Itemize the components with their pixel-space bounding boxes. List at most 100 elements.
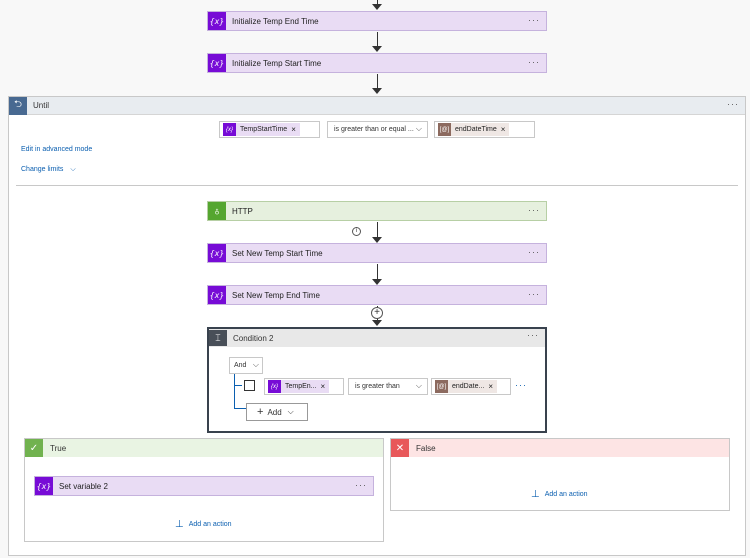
- row-select-checkbox[interactable]: [244, 380, 255, 391]
- chevron-down-icon: ⌵: [415, 381, 422, 390]
- variable-icon: {x}: [208, 12, 226, 30]
- step-title: Set New Temp End Time: [232, 290, 320, 300]
- arrow-down-icon: [372, 88, 382, 94]
- chevron-down-icon: ⌵: [70, 166, 76, 173]
- step-http[interactable]: ♁ HTTP ···: [207, 201, 547, 221]
- divider: [16, 185, 738, 186]
- until-header[interactable]: ⮌ Until ···: [9, 96, 745, 115]
- remove-token-icon[interactable]: ×: [500, 125, 506, 134]
- token-label: endDate...: [452, 383, 485, 390]
- token-end-date-time[interactable]: [@] endDateTime ×: [438, 123, 510, 136]
- more-options-icon[interactable]: ···: [528, 289, 540, 299]
- connector-line: [377, 0, 378, 6]
- step-set-new-temp-start-time[interactable]: {x} Set New Temp Start Time ···: [207, 243, 547, 263]
- add-condition-button[interactable]: + Add ⌵: [246, 403, 308, 421]
- remove-token-icon[interactable]: ×: [291, 125, 296, 134]
- step-title: HTTP: [232, 206, 253, 216]
- arrow-down-icon: [372, 237, 382, 243]
- checkmark-icon: ✓: [25, 439, 43, 457]
- add-label: Add: [267, 407, 282, 417]
- token-temp-end-time[interactable]: {x} TempEn... ×: [268, 380, 330, 393]
- parameter-icon: [@]: [435, 380, 448, 393]
- more-options-icon[interactable]: ···: [528, 15, 540, 25]
- until-left-operand[interactable]: {x} TempStartTime ×: [219, 121, 320, 138]
- condition-title: Condition 2: [233, 333, 274, 343]
- variable-icon: {x}: [268, 380, 281, 393]
- change-limits-link[interactable]: Change limits ⌵: [21, 166, 76, 174]
- group-operator-select[interactable]: And ⌵: [229, 357, 263, 374]
- false-branch: ✕ False: [390, 438, 730, 511]
- step-title: Initialize Temp Start Time: [232, 58, 322, 68]
- group-line: [234, 374, 235, 408]
- more-options-icon[interactable]: ···: [528, 57, 540, 67]
- variable-icon: {x}: [223, 123, 236, 136]
- variable-icon: {x}: [208, 54, 226, 72]
- true-branch-header[interactable]: ✓ True: [25, 439, 383, 457]
- variable-icon: {x}: [208, 244, 226, 262]
- connector-line: [377, 264, 378, 280]
- info-icon[interactable]: i: [352, 227, 361, 236]
- more-options-icon[interactable]: ···: [355, 480, 367, 490]
- token-label: TempStartTime: [240, 126, 288, 133]
- variable-icon: {x}: [35, 477, 53, 495]
- change-limits-label: Change limits: [21, 166, 64, 173]
- add-action-icon: ⊥: [175, 519, 184, 530]
- step-set-new-temp-end-time[interactable]: {x} Set New Temp End Time ···: [207, 285, 547, 305]
- group-line: [234, 408, 246, 409]
- row-more-options-icon[interactable]: ···: [515, 380, 527, 390]
- condition-2-header[interactable]: ⌶ Condition 2 ···: [209, 329, 545, 347]
- add-action-label: Add an action: [188, 521, 232, 528]
- arrow-down-icon: [372, 320, 382, 326]
- step-initialize-temp-start-time[interactable]: {x} Initialize Temp Start Time ···: [207, 53, 547, 73]
- more-options-icon[interactable]: ···: [527, 330, 539, 340]
- until-operator-select[interactable]: is greater than or equal ... ⌵: [327, 121, 428, 138]
- parameter-icon: [@]: [438, 123, 451, 136]
- variable-icon: {x}: [208, 286, 226, 304]
- add-action-label: Add an action: [544, 491, 588, 498]
- connector-line: [377, 74, 378, 89]
- token-end-date[interactable]: [@] endDate... ×: [435, 380, 497, 393]
- close-icon: ✕: [391, 439, 409, 457]
- token-temp-start-time[interactable]: {x} TempStartTime ×: [223, 123, 300, 136]
- step-set-variable-2[interactable]: {x} Set variable 2 ···: [34, 476, 374, 496]
- insert-step-plus-icon[interactable]: +: [371, 307, 383, 319]
- step-title: Set variable 2: [59, 481, 108, 491]
- add-action-icon: ⊥: [531, 489, 540, 500]
- condition-right-operand[interactable]: [@] endDate... ×: [431, 378, 511, 395]
- plus-icon: +: [257, 406, 264, 418]
- branch-title: False: [416, 443, 436, 453]
- more-options-icon[interactable]: ···: [727, 99, 739, 109]
- arrow-down-icon: [372, 4, 382, 10]
- arrow-down-icon: [372, 46, 382, 52]
- false-branch-header[interactable]: ✕ False: [391, 439, 729, 457]
- chevron-down-icon: ⌵: [287, 407, 294, 416]
- token-label: endDateTime: [455, 126, 497, 133]
- chevron-down-icon: ⌵: [252, 360, 259, 369]
- loop-icon: ⮌: [9, 96, 27, 115]
- remove-token-icon[interactable]: ×: [320, 382, 326, 391]
- operator-value: is greater than: [355, 383, 400, 390]
- false-add-action-button[interactable]: ⊥ Add an action: [531, 489, 588, 500]
- operator-value: is greater than or equal ...: [334, 126, 414, 133]
- chevron-down-icon: ⌵: [415, 124, 422, 133]
- group-operator-value: And: [234, 362, 247, 369]
- branch-title: True: [50, 443, 67, 453]
- arrow-down-icon: [372, 279, 382, 285]
- true-add-action-button[interactable]: ⊥ Add an action: [175, 519, 232, 530]
- globe-icon: ♁: [208, 202, 226, 220]
- remove-token-icon[interactable]: ×: [488, 382, 493, 391]
- more-options-icon[interactable]: ···: [528, 247, 540, 257]
- until-title: Until: [33, 101, 50, 110]
- connector-line: [377, 32, 378, 48]
- group-line: [234, 385, 242, 386]
- step-title: Initialize Temp End Time: [232, 16, 319, 26]
- condition-operator-select[interactable]: is greater than ⌵: [348, 378, 428, 395]
- condition-icon: ⌶: [209, 330, 227, 346]
- until-right-operand[interactable]: [@] endDateTime ×: [434, 121, 535, 138]
- step-initialize-temp-end-time[interactable]: {x} Initialize Temp End Time ···: [207, 11, 547, 31]
- more-options-icon[interactable]: ···: [528, 205, 540, 215]
- edit-advanced-mode-link[interactable]: Edit in advanced mode: [21, 146, 93, 153]
- connector-line: [377, 222, 378, 239]
- step-title: Set New Temp Start Time: [232, 248, 323, 258]
- condition-left-operand[interactable]: {x} TempEn... ×: [264, 378, 344, 395]
